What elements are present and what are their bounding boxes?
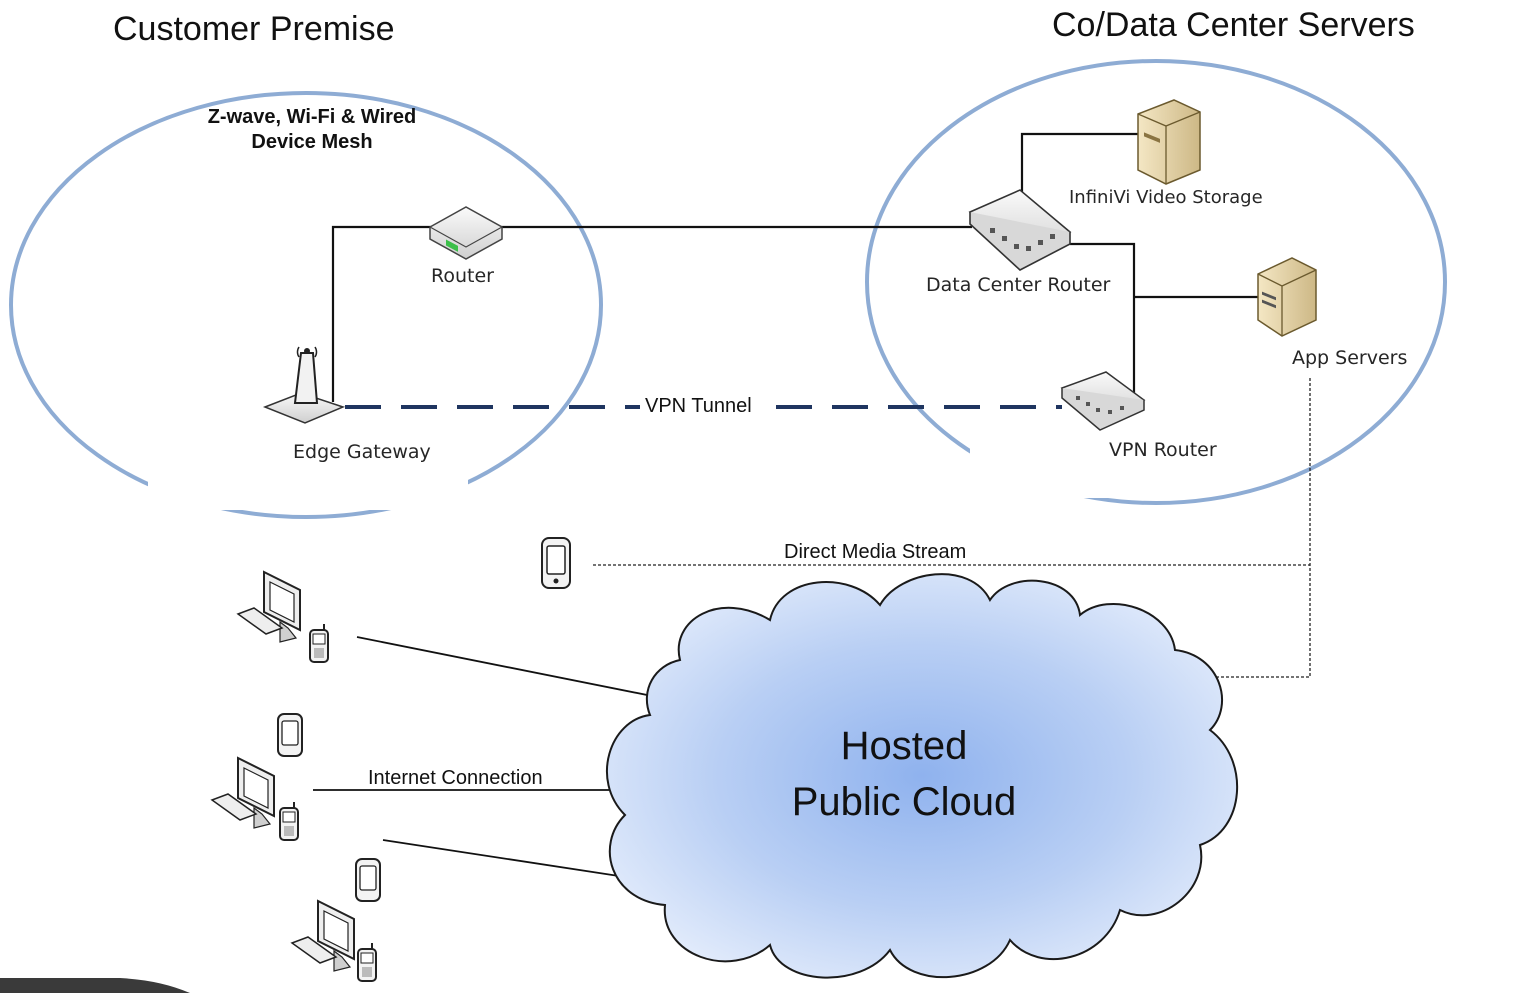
client-group: [290, 858, 381, 982]
client-group: [210, 713, 303, 841]
mobile-phone-icon: [309, 624, 329, 663]
footer-bar: [0, 978, 190, 993]
customer-premise-title: Customer Premise: [113, 10, 395, 48]
client-group: [236, 570, 329, 663]
device-mesh-label: Z-wave, Wi-Fi & Wired Device Mesh: [172, 106, 452, 154]
device-mesh-line-2: Device Mesh: [251, 131, 373, 153]
desktop-computer-icon: [290, 899, 355, 972]
desktop-computer-icon: [236, 570, 301, 643]
data-center-router-label: Data Center Router: [926, 274, 1111, 296]
internet-links: [313, 636, 673, 881]
direct-media-stream-label: Direct Media Stream: [784, 541, 967, 563]
data-center-ellipse: [865, 59, 1447, 505]
wifi-gateway-icon: [262, 346, 346, 424]
mobile-phone-icon: [541, 537, 571, 589]
cloud-icon: [606, 573, 1239, 979]
desktop-computer-icon: [210, 756, 275, 829]
mobile-phone-icon: [277, 713, 303, 757]
vpn-tunnel-label: VPN Tunnel: [645, 395, 752, 417]
device-mesh-line-1: Z-wave, Wi-Fi & Wired: [207, 106, 417, 128]
video-storage-label: InfiniVi Video Storage: [1069, 187, 1263, 208]
customer-premise-ellipse: [9, 91, 603, 519]
mobile-phone-icon: [357, 943, 377, 982]
mobile-phone-icon: [355, 858, 381, 902]
router-icon: [429, 206, 503, 260]
mobile-phone-icon: [279, 802, 299, 841]
wired-links: [331, 132, 1258, 402]
internet-connection-label: Internet Connection: [368, 767, 543, 789]
server-tower-icon: [1257, 257, 1317, 337]
direct-media-links: [593, 378, 1311, 678]
cloud-label-line-1: Hosted: [840, 724, 968, 768]
cloud-label-line-2: Public Cloud: [791, 780, 1017, 824]
app-servers-label: App Servers: [1292, 347, 1408, 369]
router-label: Router: [431, 265, 494, 287]
vpn-router-label: VPN Router: [1109, 439, 1217, 461]
network-switch-icon: [1060, 371, 1146, 431]
edge-gateway-label: Edge Gateway: [293, 441, 431, 463]
server-tower-icon: [1137, 99, 1201, 185]
cloud-label: Hosted Public Cloud: [754, 718, 1054, 830]
data-center-title: Co/Data Center Servers: [1052, 6, 1415, 44]
network-switch-icon: [968, 189, 1072, 271]
